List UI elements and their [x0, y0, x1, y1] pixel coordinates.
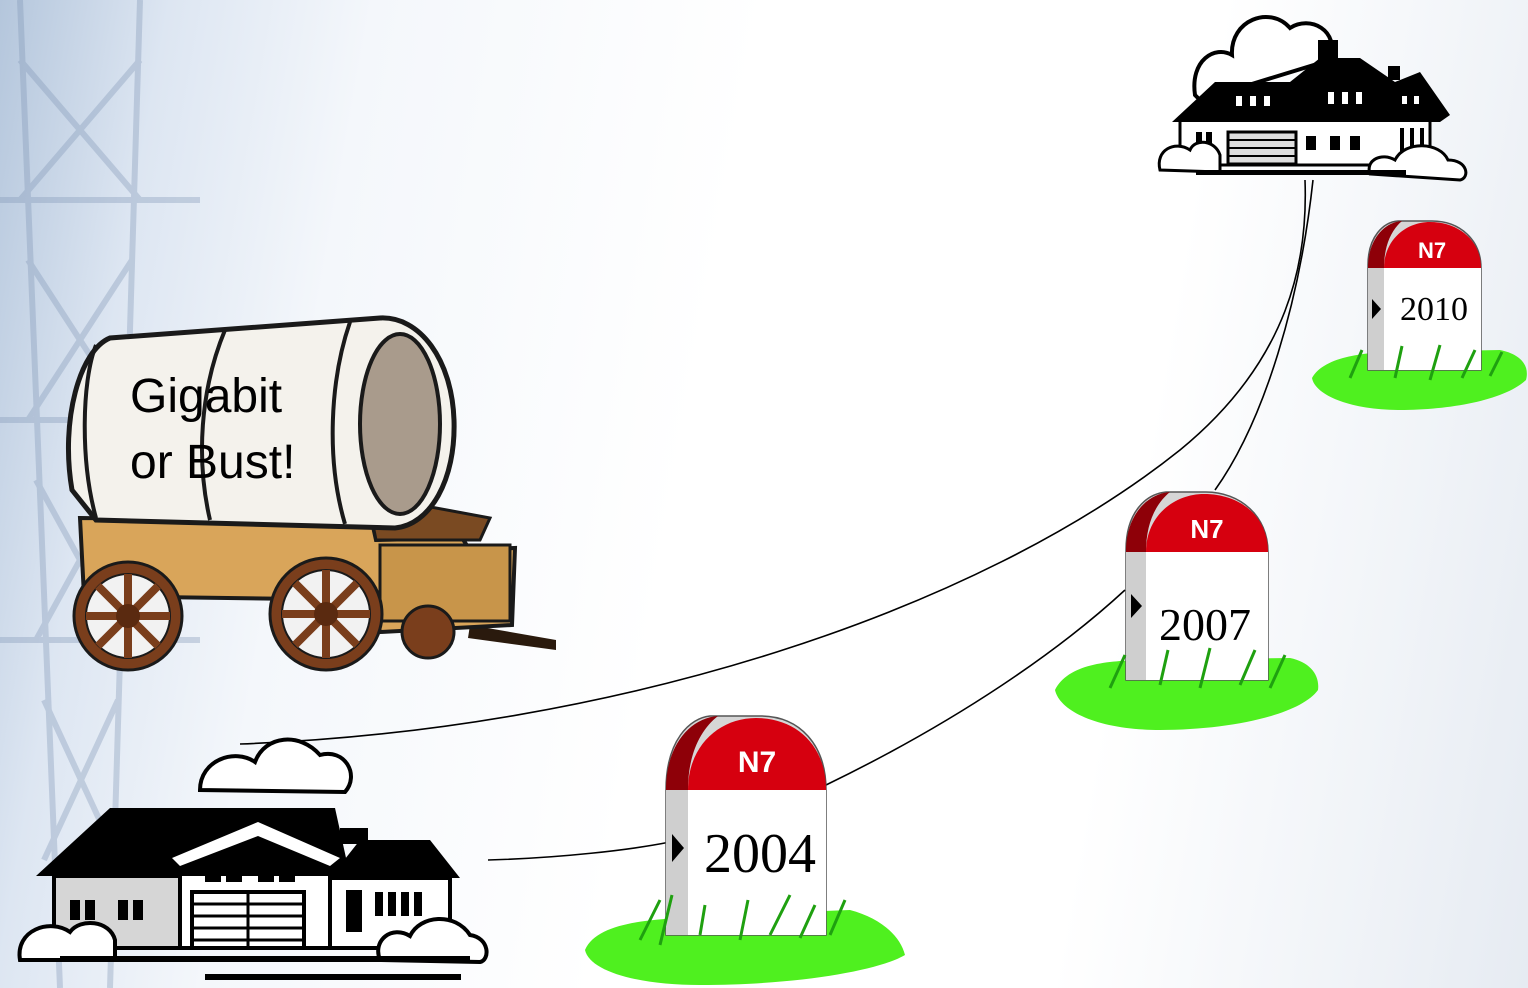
milestone-2010: N7 2010	[1312, 220, 1527, 410]
mansion-illustration	[1157, 15, 1468, 182]
road-wagon-to-mansion	[239, 179, 1307, 745]
road-2004-to-2007	[825, 589, 1126, 786]
milestone-2004: N7 2004	[585, 715, 905, 985]
milestone-label-2007: N7	[1190, 514, 1223, 544]
milestone-label-2010: N7	[1418, 238, 1446, 263]
milestone-year-2010: 2010	[1400, 291, 1468, 328]
milestone-year-2004: 2004	[704, 823, 816, 885]
milestone-label-2004: N7	[738, 746, 776, 779]
milestone-2007: N7 2007	[1055, 491, 1319, 730]
wagon-wheel-front	[268, 556, 384, 672]
wagon-wheel-small	[400, 604, 456, 660]
covered-wagon: Gigabit or Bust!	[65, 315, 556, 672]
wagon-text-line1: Gigabit	[130, 370, 282, 423]
milestone-year-2007: 2007	[1159, 599, 1251, 650]
road-lines	[239, 179, 1314, 861]
wagon-text-line2: or Bust!	[130, 436, 295, 489]
wagon-wheel-rear	[72, 560, 184, 672]
road-house-to-2004	[487, 841, 671, 861]
house-illustration	[17, 737, 489, 980]
road-2007-to-mansion	[1214, 179, 1314, 491]
